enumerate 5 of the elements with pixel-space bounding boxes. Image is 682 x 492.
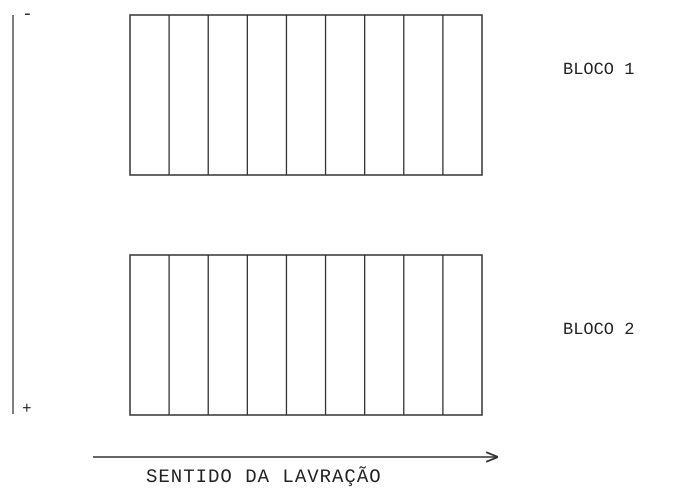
plus-sign: + [22,401,32,417]
minus-sign: - [22,6,33,24]
block-label: BLOCO 1 [563,62,634,79]
block-label: BLOCO 2 [563,322,634,339]
direction-caption: SENTIDO DA LAVRAÇÃO [146,468,382,487]
